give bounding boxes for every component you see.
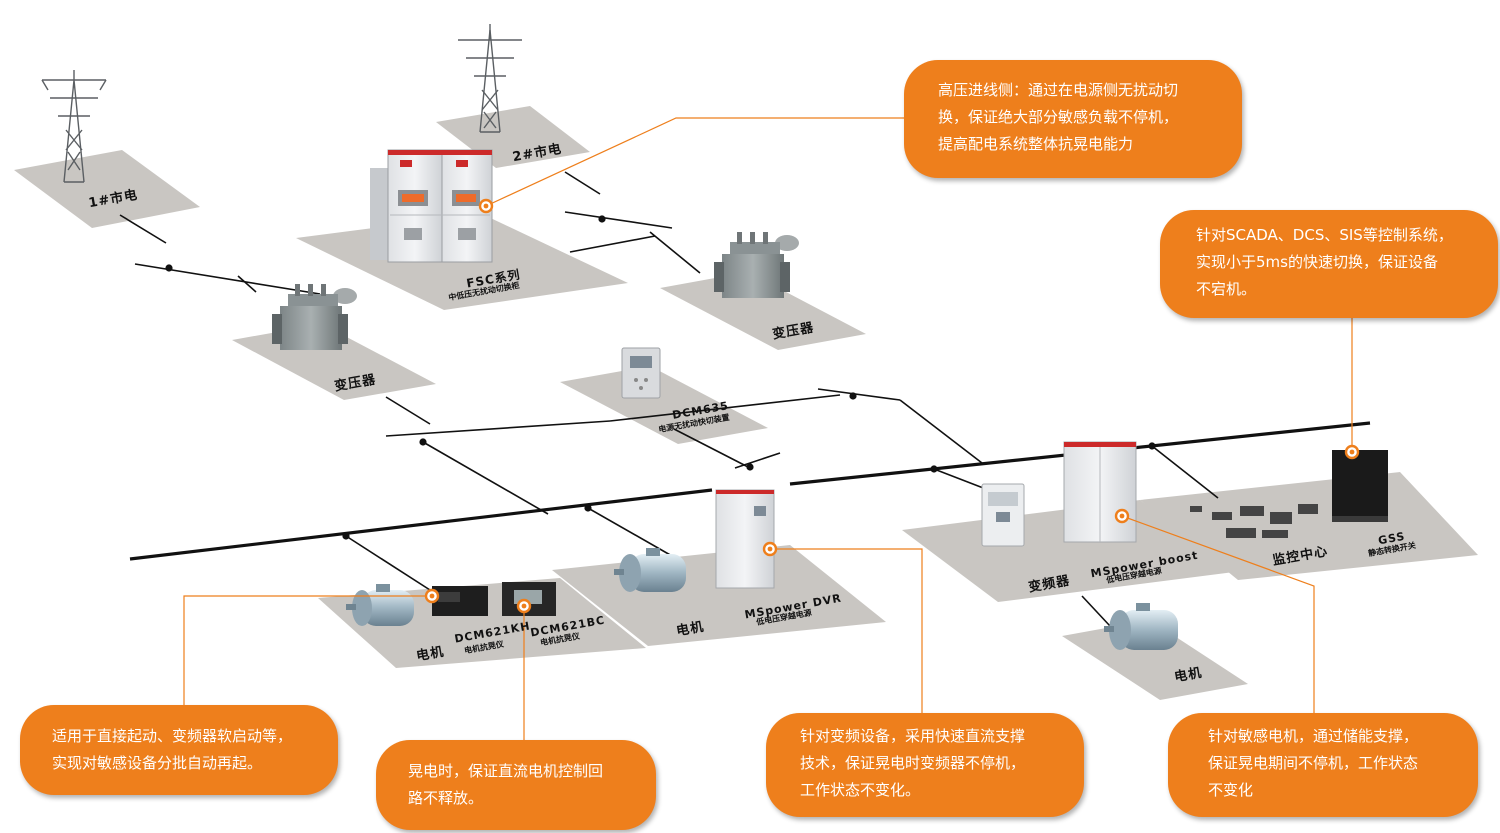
gss-device-icon [1332, 450, 1388, 522]
callout-sensitive-motor: 针对敏感电机，通过储能支撑， 保证晃电期间不停机，工作状态 不变化 [1168, 713, 1478, 817]
junction-dots [165, 215, 1156, 540]
monitoring-equipment-icon [1190, 504, 1318, 538]
platform-dcm635 [560, 366, 768, 444]
dcm621kh-device-icon [432, 586, 488, 616]
callout-line: 适用于直接起动、变频器软启动等， [52, 727, 293, 745]
callout-line: 提高配电系统整体抗晃电能力 [938, 135, 1134, 153]
platform-grid2 [436, 106, 590, 168]
busbar-left [129, 488, 713, 561]
tower-icon [458, 24, 522, 133]
callout-line: 不宕机。 [1196, 280, 1257, 298]
callout-line: 保证晃电期间不停机，工作状态 [1208, 754, 1419, 772]
callout-line: 针对变频设备，采用快速直流支撑 [800, 727, 1026, 745]
transformer-icon [714, 232, 799, 298]
motor-icon [1104, 603, 1178, 650]
callout-high-voltage: 高压进线侧：通过在电源侧无扰动切 换，保证绝大部分敏感负载不停机， 提高配电系统… [904, 60, 1242, 178]
callout-line: 换，保证绝大部分敏感负载不停机， [938, 108, 1179, 126]
callout-line: 不变化 [1208, 781, 1254, 799]
callout-dot-centers [429, 203, 1355, 609]
callout-line: 工作状态不变化。 [800, 781, 921, 799]
callout-line: 针对SCADA、DCS、SIS等控制系统， [1196, 226, 1453, 244]
callout-vfd-support: 针对变频设备，采用快速直流支撑 技术，保证晃电时变频器不停机， 工作状态不变化。 [766, 713, 1084, 817]
callout-restart: 适用于直接起动、变频器软启动等， 实现对敏感设备分批自动再起。 [20, 705, 338, 795]
callout-line: 针对敏感电机，通过储能支撑， [1208, 727, 1419, 745]
motor-icon [346, 584, 414, 626]
vfd-device-icon [981, 483, 1025, 547]
tower-icon [41, 70, 107, 183]
platform-grid1 [14, 150, 200, 228]
callout-scada: 针对SCADA、DCS、SIS等控制系统， 实现小于5ms的快速切换，保证设备 … [1160, 210, 1498, 318]
fsc-cabinet-icon [370, 149, 493, 263]
dcm635-device-icon [621, 347, 661, 399]
callout-line: 技术，保证晃电时变频器不停机， [800, 754, 1026, 772]
boost-cabinet-icon [1063, 441, 1137, 543]
motor-icon [614, 548, 686, 592]
callout-line: 高压进线侧：通过在电源侧无扰动切 [938, 81, 1179, 99]
callout-leaders [183, 117, 1353, 740]
callout-line: 实现对敏感设备分批自动再起。 [52, 754, 263, 772]
callout-line: 实现小于5ms的快速切换，保证设备 [1196, 253, 1438, 271]
platform-motor-right [1062, 620, 1248, 700]
callout-dc-control: 晃电时，保证直流电机控制回 路不释放。 [376, 740, 656, 830]
transformer-icon [272, 284, 357, 350]
dvr-cabinet-icon [715, 489, 775, 589]
platform-transformer-right [660, 272, 866, 350]
callout-line: 晃电时，保证直流电机控制回 [408, 762, 604, 780]
callout-line: 路不释放。 [408, 789, 484, 807]
